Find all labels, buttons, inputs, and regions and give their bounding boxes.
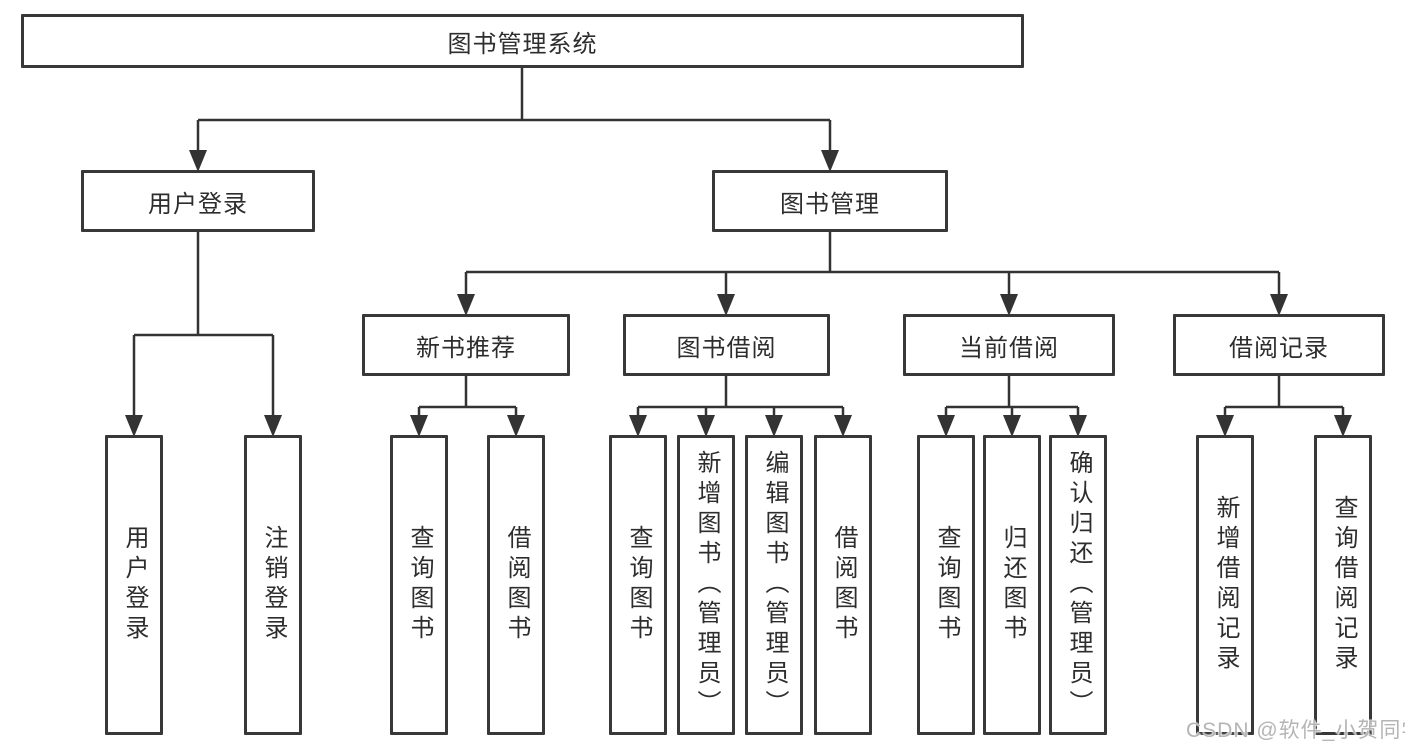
connector-lines (132, 68, 1345, 417)
node-current-borrowing: 当前借阅 (903, 314, 1115, 376)
csdn-watermark: CSDN @软件_小贺同学 (1186, 719, 1405, 742)
leaf-edit-book-admin-label: 编辑图书（管理员） (761, 450, 788, 720)
node-book-borrowing-label: 图书借阅 (676, 334, 777, 362)
node-user-login: 用户登录 (81, 170, 315, 232)
leaf-edit-book-admin: 编辑图书（管理员） (745, 435, 803, 735)
leaf-add-book-admin-label: 新增图书（管理员） (693, 450, 720, 720)
node-new-book-recommendation: 新书推荐 (362, 314, 570, 376)
leaf-return-books: 归还图书 (983, 435, 1041, 735)
leaf-user-login-label: 用户登录 (121, 525, 148, 645)
leaf-query-books-recommend-label: 查询图书 (406, 525, 433, 645)
node-book-management: 图书管理 (712, 170, 948, 232)
leaf-borrow-books-recommend: 借阅图书 (487, 435, 545, 735)
leaf-confirm-return-admin: 确认归还（管理员） (1049, 435, 1107, 735)
leaf-query-books-borrow: 查询图书 (609, 435, 667, 735)
leaf-borrow-books: 借阅图书 (814, 435, 872, 735)
leaf-user-login: 用户登录 (105, 435, 163, 735)
leaf-confirm-return-admin-label: 确认归还（管理员） (1065, 450, 1092, 720)
node-book-management-label: 图书管理 (780, 190, 880, 218)
node-library-management-system-label: 图书管理系统 (447, 30, 598, 58)
node-library-management-system: 图书管理系统 (21, 14, 1024, 68)
node-book-borrowing: 图书借阅 (623, 314, 830, 376)
leaf-query-borrow-record-label: 查询借阅记录 (1330, 495, 1357, 675)
node-new-book-recommendation-label: 新书推荐 (416, 334, 516, 362)
leaf-add-borrow-record: 新增借阅记录 (1196, 435, 1254, 735)
leaf-add-book-admin: 新增图书（管理员） (677, 435, 735, 735)
node-current-borrowing-label: 当前借阅 (959, 334, 1059, 362)
leaf-borrow-books-recommend-label: 借阅图书 (503, 525, 530, 645)
node-borrowing-records: 借阅记录 (1173, 314, 1385, 376)
node-borrowing-records-label: 借阅记录 (1229, 334, 1329, 362)
leaf-query-books-recommend: 查询图书 (390, 435, 448, 735)
leaf-query-books-current-label: 查询图书 (933, 525, 960, 645)
leaf-query-books-current: 查询图书 (917, 435, 975, 735)
node-user-login-label: 用户登录 (148, 190, 248, 218)
leaf-borrow-books-label: 借阅图书 (830, 525, 857, 645)
leaf-return-books-label: 归还图书 (999, 525, 1026, 645)
leaf-logout-label: 注销登录 (260, 525, 287, 645)
leaf-logout: 注销登录 (244, 435, 302, 735)
leaf-add-borrow-record-label: 新增借阅记录 (1212, 495, 1239, 675)
leaf-query-borrow-record: 查询借阅记录 (1314, 435, 1372, 735)
leaf-query-books-borrow-label: 查询图书 (625, 525, 652, 645)
